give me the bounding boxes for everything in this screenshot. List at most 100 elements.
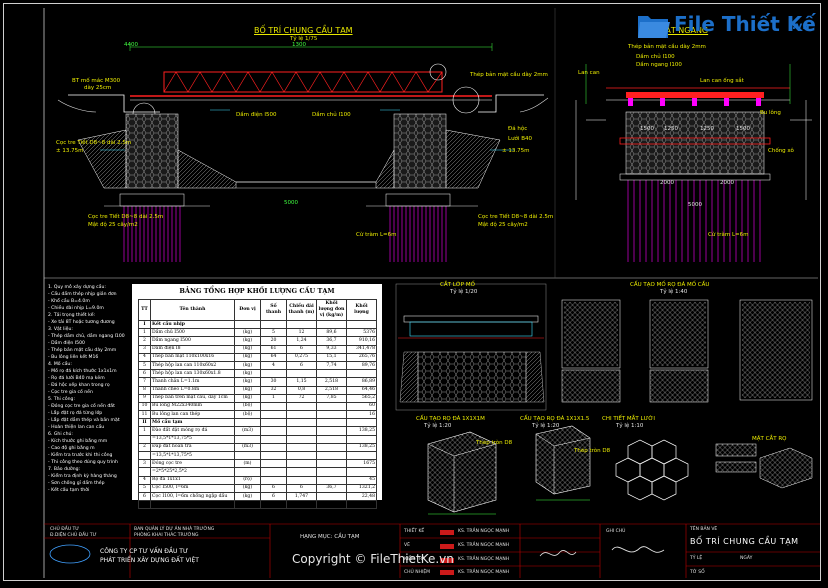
table-cell: 138,25 <box>346 442 377 453</box>
table-cell: 61 <box>260 344 287 354</box>
table-cell: (rọ) <box>234 475 261 485</box>
table-header-cell: Số thanh <box>260 299 287 321</box>
table-cell: 9 <box>138 393 151 403</box>
table-cell <box>260 319 287 330</box>
table-cell: 89,6 <box>316 328 347 338</box>
table-cell: 5376 <box>346 328 377 338</box>
table-cell: 265,76 <box>346 352 377 362</box>
table-cell: 3 <box>138 459 151 469</box>
main-scale: Tỷ lệ 1/75 <box>290 36 318 42</box>
table-cell: (kg) <box>234 360 261 371</box>
table-cell: I <box>138 319 151 330</box>
hang-muc: HẠNG MỤC: CẦU TẠM <box>300 534 360 540</box>
table-cell <box>316 410 347 420</box>
label-section-dam-ngang: Dầm ngang I100 <box>636 62 682 68</box>
table-cell: Dầm ngang I500 <box>150 336 235 346</box>
chu-dau-tu-label: CHỦ ĐẦU TƯ <box>50 527 80 532</box>
table-cell: 10 <box>138 401 151 412</box>
table-cell <box>260 467 287 477</box>
note-line: 7. Bảo dưỡng: <box>48 467 81 472</box>
dai-dien-value: PHÒNG KHAI THÁC TRƯỜNG <box>134 533 199 538</box>
detail-gabion-iso <box>427 425 813 515</box>
table-cell: 36,7 <box>316 483 347 493</box>
table-cell: 4 <box>138 475 151 485</box>
table-cell: 30 <box>260 377 287 387</box>
detail-scale: Tỷ lệ 1:40 <box>660 289 688 295</box>
label-da-hoc: Đá hộc <box>508 126 528 132</box>
table-cell: (kg) <box>234 369 261 379</box>
to-so-label: TỜ SỐ <box>690 570 705 575</box>
table-cell: (kg) <box>234 352 261 362</box>
table-cell: Thép bản trên mặt cầu, dày 1cm <box>150 393 235 403</box>
table-cell: (bộ) <box>234 410 261 420</box>
table-cell: (kg) <box>234 377 261 387</box>
table-header-cell: Khối lượng <box>346 299 377 321</box>
table-cell: 2 <box>138 442 151 453</box>
table-cell: 64 <box>260 352 287 362</box>
table-cell: 403,7 <box>346 500 377 510</box>
table-cell <box>260 426 287 436</box>
table-cell <box>346 369 377 379</box>
ten-ban-ve-label: TÊN BẢN VẼ <box>690 527 718 532</box>
person-name: KS. TRẦN NGỌC MẠNH <box>458 557 510 562</box>
table-cell: 5,5 <box>286 500 317 510</box>
dim-label: 1500 <box>640 126 654 132</box>
table-cell: 1675 <box>346 459 377 469</box>
table-cell: 6 <box>286 483 317 493</box>
label-section-lc: Lan can <box>578 70 600 76</box>
brand-logo[interactable]: File Thiết Kế .vn <box>636 8 816 44</box>
label-mat-do-left: Mật độ 25 cây/m2 <box>88 222 138 228</box>
table-cell: 60 <box>346 401 377 412</box>
label-coc-tre-bottom: Cọc tre Tiết D8~8 dài 2.5m <box>88 214 164 220</box>
table-cell <box>316 418 347 428</box>
dim-label: 5000 <box>284 200 298 206</box>
table-cell <box>316 401 347 412</box>
table-cell: 5 <box>138 483 151 493</box>
table-cell: Thanh chéo L=0.8m <box>150 385 235 395</box>
table-cell: 6 <box>286 344 317 354</box>
table-cell <box>234 434 261 444</box>
label-thep-tron: Thép tròn D8 <box>476 440 513 446</box>
table-cell: 22,48 <box>346 491 377 502</box>
table-cell: (kg) <box>234 500 261 510</box>
table-cell: 341,478 <box>346 344 377 354</box>
table-cell: Đóng cọc tre <box>150 459 235 469</box>
table-cell <box>138 434 151 444</box>
table-cell <box>316 475 347 485</box>
table-cell <box>234 319 261 330</box>
quantity-table-title: BẢNG TỔNG HỢP KHỐI LƯỢNG CẦU TẠM <box>179 287 335 295</box>
table-cell: =13,5*1*13,75*5 <box>150 450 235 461</box>
drawing-frame <box>3 3 821 581</box>
section-title: MẶT CẮT NGANG <box>640 26 709 35</box>
table-row: =2*5*25*2,5*2 <box>138 467 377 477</box>
table-cell <box>316 369 347 379</box>
table-cell <box>346 450 377 461</box>
table-cell: 7 <box>138 377 151 387</box>
table-cell: 1,15 <box>286 377 317 387</box>
table-cell: 7 <box>138 500 151 510</box>
table-cell: 0,8 <box>286 385 317 395</box>
table-cell <box>260 369 287 379</box>
note-line: - Cầu dầm thép nhịp giản đơn <box>48 292 117 297</box>
label-cau-tre: Cừ tràm L=6m <box>356 232 397 238</box>
table-cell: Mố cầu tạm <box>150 418 235 428</box>
table-cell: 4 <box>138 352 151 362</box>
ngay-label: NGÀY <box>740 556 753 561</box>
note-line: - Cao độ ghi bằng m <box>48 446 95 451</box>
table-cell <box>316 426 347 436</box>
table-cell: Giằng I500 <box>150 500 235 510</box>
table-header-cell: Tên thành <box>150 299 235 321</box>
signature-icon <box>611 546 665 553</box>
table-cell: 4 <box>260 360 287 371</box>
chu-dau-tu-value: BAN QUẢN LÝ DỰ ÁN NHÀ TRƯỜNG <box>134 527 215 532</box>
note-line: - Thi công theo đúng quy trình <box>48 460 118 465</box>
table-cell: 2 <box>260 500 287 510</box>
table-cell <box>346 434 377 444</box>
